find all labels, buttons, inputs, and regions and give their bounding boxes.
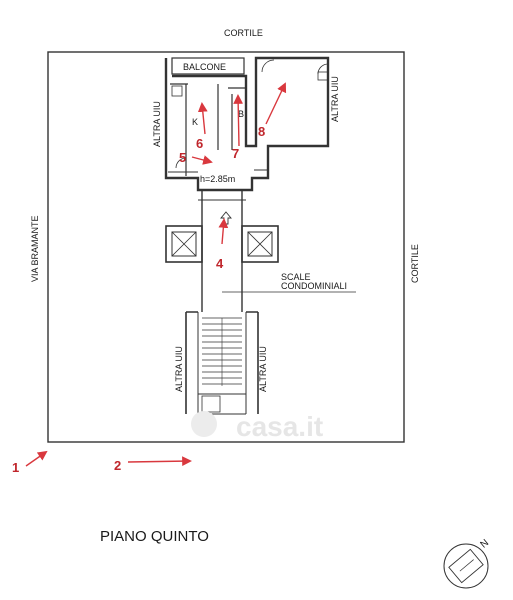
ceiling-height-label: h=2.85m (200, 174, 235, 184)
watermark-text: casa.it (236, 411, 323, 442)
building-outline (47, 51, 405, 443)
arrow-number-7: 7 (232, 146, 239, 161)
stairs-label-line1: SCALE (281, 272, 311, 282)
apartment-walls (164, 56, 330, 192)
kitchen-label: K (192, 117, 198, 127)
elevator-right (241, 225, 279, 263)
arrow-1 (25, 450, 48, 467)
watermark: casa.it (191, 411, 323, 442)
arrow-2 (127, 456, 192, 467)
arrow-number-2: 2 (114, 458, 121, 473)
arrow-number-4: 4 (216, 256, 224, 271)
other-unit-label-bottom-left: ALTRA UIU (174, 346, 184, 392)
other-unit-label-top-right: ALTRA UIU (330, 76, 340, 122)
north-label: N (478, 537, 491, 550)
arrow-number-5: 5 (179, 150, 186, 165)
arrow-8 (265, 82, 287, 125)
courtyard-right-label: CORTILE (410, 244, 420, 283)
floor-title: PIANO QUINTO (100, 528, 209, 545)
bath-label: B (238, 109, 244, 119)
arrow-4 (218, 218, 229, 245)
street-left-label: VIA BRAMANTE (30, 215, 40, 282)
compass-needle-icon (448, 548, 484, 584)
arrow-number-8: 8 (258, 124, 265, 139)
arrow-number-6: 6 (196, 136, 203, 151)
stairs-label-line2: CONDOMINIALI (281, 281, 347, 291)
north-compass: N (443, 537, 491, 589)
arrow-6 (197, 102, 208, 135)
balcony-label: BALCONE (183, 62, 226, 72)
courtyard-top-label: CORTILE (224, 28, 263, 38)
other-unit-label-bottom-right: ALTRA UIU (258, 346, 268, 392)
other-unit-label-top-left: ALTRA UIU (152, 101, 162, 147)
arrow-5 (191, 155, 213, 165)
arrow-number-1: 1 (12, 460, 19, 475)
arrow-7 (233, 94, 244, 147)
elevator-left (165, 225, 203, 263)
photo-arrows (25, 82, 287, 467)
stair-steps (202, 317, 242, 386)
